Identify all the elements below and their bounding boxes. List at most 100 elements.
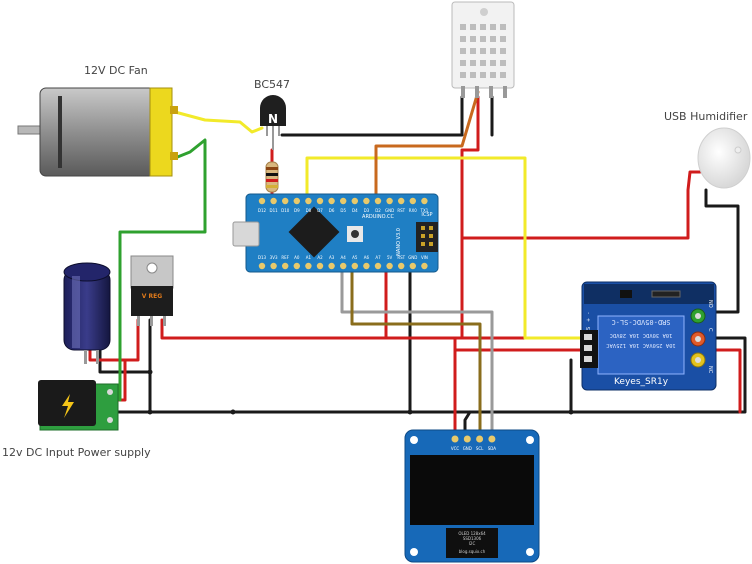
nano-pin-label: A7 xyxy=(375,255,381,260)
oled-pin xyxy=(463,435,471,443)
wire-fan-transistor xyxy=(173,110,264,134)
nano-pin xyxy=(351,262,358,270)
nano-pin-label: RST xyxy=(397,208,405,213)
oled-pin-label: SDA xyxy=(488,446,497,451)
nano-pin xyxy=(282,262,289,270)
wire-5v-out xyxy=(160,318,582,340)
nano-pin xyxy=(374,197,382,205)
nano-pin-label: A3 xyxy=(329,255,335,260)
dht-vent xyxy=(480,60,486,66)
wire-relay-signal xyxy=(305,156,582,340)
wire-scl xyxy=(350,268,482,440)
nano-pin-label: D3 xyxy=(364,208,370,213)
nano-pin-label: D7 xyxy=(317,208,323,213)
dht-vent xyxy=(460,72,466,78)
icsp-pin xyxy=(421,226,425,230)
nano-pin-label: A4 xyxy=(341,255,347,260)
relay-rating-1: 10A 250VAC 10A 125VAC xyxy=(606,342,676,348)
nano-pin-label: 3V3 xyxy=(270,255,278,260)
icsp-pin xyxy=(429,242,433,246)
oled-pin xyxy=(451,435,459,443)
nano-pin xyxy=(258,262,266,270)
voltage-regulator: V REG xyxy=(130,255,174,326)
capacitor xyxy=(63,262,111,364)
nano-pin xyxy=(398,262,405,270)
dht-vent xyxy=(500,72,506,78)
relay-module: SRD-05VDC-SL-C 10A 250VAC 10A 125VAC 10A… xyxy=(580,281,717,391)
nano-pin xyxy=(340,197,347,205)
wire-5v-dht xyxy=(460,95,480,340)
transistor-mark: N xyxy=(268,112,278,126)
nano-pin xyxy=(409,197,416,205)
oled-pin xyxy=(476,435,484,443)
arduino-brand: ARDUINO.CC xyxy=(362,214,394,220)
nano-pin xyxy=(270,197,277,205)
transistor-label: BC547 xyxy=(254,78,291,91)
oled-chip-line-3: I2C xyxy=(469,541,476,546)
nano-pin xyxy=(421,197,428,205)
dht-vent xyxy=(470,72,476,78)
dht-vent xyxy=(500,24,506,30)
nano-pin xyxy=(305,197,312,205)
nano-pin xyxy=(305,262,312,270)
nano-pin-label: D6 xyxy=(329,208,335,213)
dht-vent xyxy=(480,36,486,42)
relay-pin-vcc: + xyxy=(586,318,592,322)
nano-pin-label: RX0 xyxy=(409,208,418,213)
dht-vent xyxy=(490,24,496,30)
oled-chip-line-2: SSD1306 xyxy=(463,536,482,541)
dht-vent xyxy=(490,60,496,66)
dht-vent xyxy=(490,36,496,42)
oled-pin xyxy=(488,435,496,443)
nano-pin-label: D8 xyxy=(306,208,312,213)
dc-fan xyxy=(17,87,178,177)
dht-vent xyxy=(500,36,506,42)
dht-vent xyxy=(500,60,506,66)
dht-vent xyxy=(460,36,466,42)
dht-vent xyxy=(470,60,476,66)
relay-pin-s: S xyxy=(586,327,592,330)
transistor-bc547: N xyxy=(260,95,286,150)
wire-sda xyxy=(340,268,494,440)
dht-vent xyxy=(460,24,466,30)
nano-pin-label: VIN xyxy=(421,255,428,260)
nano-pin-label: D12 xyxy=(258,208,267,213)
nano-pin xyxy=(282,197,289,205)
usb-humidifier xyxy=(697,127,751,189)
nano-pin-label: GND xyxy=(385,208,394,213)
oled-display: OLED 128x64 SSD1306 I2C blog.squix.ch VC… xyxy=(404,429,540,563)
nano-pin xyxy=(374,262,382,270)
nano-pin xyxy=(363,197,370,205)
nano-pin-label: D9 xyxy=(294,208,300,213)
nano-pin-label: D10 xyxy=(281,208,290,213)
power-jack xyxy=(38,380,119,431)
nano-pin xyxy=(363,262,370,270)
oled-chip-line-1: OLED 128x64 xyxy=(458,531,486,536)
power-supply-label: 12v DC Input Power supply xyxy=(2,446,151,459)
dht-vent xyxy=(480,24,486,30)
relay-rating-2: 10A 30VDC 10A 28VDC xyxy=(610,332,673,338)
nano-pin xyxy=(386,262,393,270)
dht-sensor xyxy=(451,1,515,98)
dht-vent xyxy=(460,60,466,66)
oled-pin-label: GND xyxy=(463,446,472,451)
dht-vent xyxy=(470,36,476,42)
nano-pin xyxy=(293,262,300,270)
nano-pin-label: RST xyxy=(397,255,405,260)
icsp-pin xyxy=(421,242,425,246)
nano-pin xyxy=(270,262,277,270)
nano-pin xyxy=(293,197,300,205)
wire-gnd-transistor xyxy=(280,95,464,137)
relay-part: SRD-05VDC-SL-C xyxy=(611,318,670,326)
dht-vent xyxy=(490,72,496,78)
arduino-model: NANO V3.0 xyxy=(396,228,402,256)
icsp-pin xyxy=(429,234,433,238)
wire-gnd-main xyxy=(113,336,747,414)
humidifier-label: USB Humidifier xyxy=(664,110,748,123)
dht-vent xyxy=(490,48,496,54)
dht-vent xyxy=(500,48,506,54)
nano-pin xyxy=(328,197,335,205)
wire-humid-out xyxy=(704,188,740,314)
